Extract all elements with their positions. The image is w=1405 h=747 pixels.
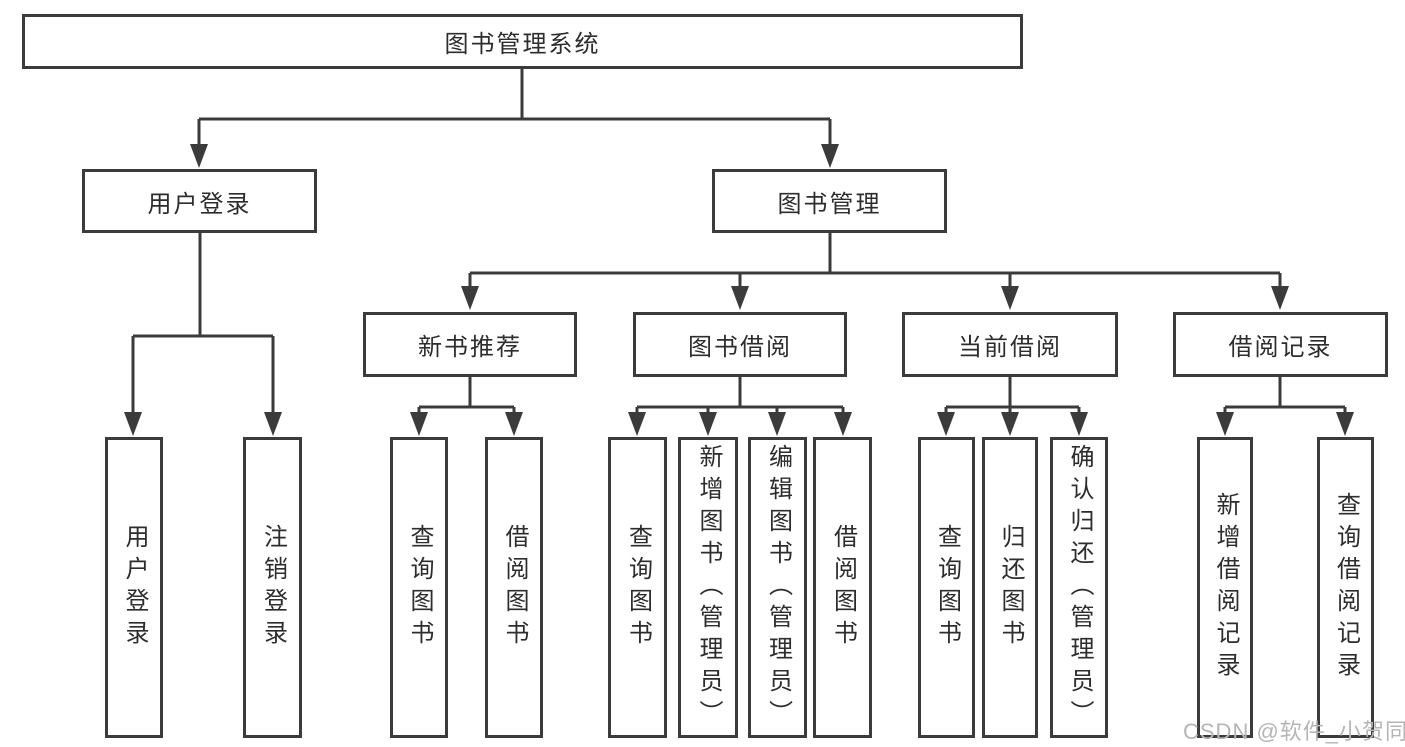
- leaf-current-query-book: 查询图书: [918, 437, 975, 738]
- leaf-current-return-book: 归还图书: [982, 437, 1038, 738]
- leaf-records-query-record: 查询借阅记录: [1317, 437, 1374, 738]
- leaf-user-login: 用户登录: [105, 437, 163, 738]
- leaf-borrow-query-book: 查询图书: [608, 437, 667, 738]
- node-library-system: 图书管理系统: [22, 14, 1023, 69]
- node-current-borrow: 当前借阅: [902, 312, 1118, 377]
- node-book-borrow: 图书借阅: [633, 312, 847, 377]
- leaf-recommend-borrow-book: 借阅图书: [485, 437, 543, 738]
- leaf-current-confirm-return-admin: 确认归还（管理员）: [1050, 437, 1108, 738]
- leaf-borrow-add-book-admin: 新增图书（管理员）: [678, 437, 738, 738]
- node-book-management: 图书管理: [712, 169, 947, 233]
- node-new-book-recommend: 新书推荐: [363, 312, 577, 377]
- csdn-watermark: CSDN @软件_小贺同学: [1183, 719, 1405, 744]
- leaf-borrow-borrow-book: 借阅图书: [813, 437, 872, 738]
- leaf-borrow-edit-book-admin: 编辑图书（管理员）: [748, 437, 807, 738]
- leaf-logout: 注销登录: [243, 437, 302, 738]
- node-borrow-records: 借阅记录: [1173, 312, 1388, 377]
- arrowheads: [124, 144, 1354, 436]
- node-user-login: 用户登录: [82, 169, 317, 233]
- leaf-recommend-query-book: 查询图书: [390, 437, 448, 738]
- leaf-records-add-record: 新增借阅记录: [1197, 437, 1253, 738]
